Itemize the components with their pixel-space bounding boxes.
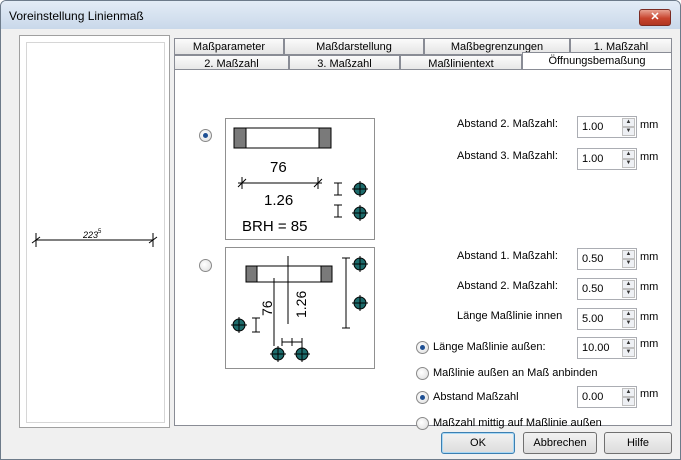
spin-up-icon[interactable]: ▲ bbox=[622, 118, 635, 127]
spin-up-icon[interactable]: ▲ bbox=[622, 250, 635, 259]
spin-up-icon[interactable]: ▲ bbox=[622, 310, 635, 319]
laenge-masslinie-innen-spinner[interactable]: 5.00 ▲▼ bbox=[577, 308, 637, 330]
laenge-masslinie-innen-label: Länge Maßlinie innen bbox=[457, 310, 563, 322]
abstand-2-masszahl-spinner[interactable]: 1.00 ▲▼ bbox=[577, 116, 637, 138]
abstand-2-masszahl-2-value: 0.50 bbox=[582, 283, 604, 295]
abstand-masszahl-label: Abstand Maßzahl bbox=[433, 391, 519, 403]
close-icon: ✕ bbox=[650, 11, 660, 23]
laenge-masslinie-aussen-label: Länge Maßlinie außen: bbox=[433, 341, 546, 353]
laenge-masslinie-aussen-spinner[interactable]: 10.00 ▲▼ bbox=[577, 337, 637, 359]
tab-1-masszahl[interactable]: 1. Maßzahl bbox=[570, 38, 672, 55]
abstand-2-masszahl-label: Abstand 2. Maßzahl: bbox=[457, 118, 558, 130]
title-bar: Voreinstellung Linienmaß ✕ bbox=[1, 1, 680, 29]
cancel-button[interactable]: Abbrechen bbox=[523, 432, 597, 454]
section1-top-value: 76 bbox=[270, 159, 287, 176]
masslinie-anbinden-label: Maßlinie außen an Maß anbinden bbox=[433, 367, 598, 379]
spin-up-icon[interactable]: ▲ bbox=[622, 280, 635, 289]
spin-down-icon[interactable]: ▼ bbox=[622, 159, 635, 168]
ok-button[interactable]: OK bbox=[441, 432, 515, 454]
abstand-1-masszahl-spinner[interactable]: 0.50 ▲▼ bbox=[577, 248, 637, 270]
abstand-3-masszahl-label: Abstand 3. Maßzahl: bbox=[457, 150, 558, 162]
tab-panel-oeffnungsbemassung: 76 1.26 BRH = 85 bbox=[174, 69, 672, 430]
section2-preview-image: 76 1.26 bbox=[225, 247, 375, 369]
unit-label: mm bbox=[640, 338, 659, 350]
section2-radio[interactable] bbox=[199, 259, 212, 272]
spin-up-icon[interactable]: ▲ bbox=[622, 150, 635, 159]
masslinie-anbinden-radio[interactable] bbox=[416, 367, 429, 380]
section1-brh-label: BRH = 85 bbox=[242, 218, 307, 235]
section2-left-value: 76 bbox=[259, 300, 275, 316]
abstand-1-masszahl-label: Abstand 1. Maßzahl: bbox=[457, 250, 558, 262]
abstand-masszahl-spinner[interactable]: 0.00 ▲▼ bbox=[577, 386, 637, 408]
preview-dimension-superscript: 5 bbox=[98, 229, 102, 235]
spin-up-icon[interactable]: ▲ bbox=[622, 388, 635, 397]
unit-label: mm bbox=[640, 151, 659, 163]
section1-preview-image: 76 1.26 BRH = 85 bbox=[225, 118, 375, 240]
section1-radio[interactable] bbox=[199, 129, 212, 142]
section2-right-value: 1.26 bbox=[293, 291, 309, 318]
tab-massparameter[interactable]: Maßparameter bbox=[174, 38, 284, 55]
tab-2-masszahl[interactable]: 2. Maßzahl bbox=[174, 55, 289, 72]
tab-oeffnungsbemassung[interactable]: Öffnungsbemaßung bbox=[522, 52, 672, 72]
unit-label: mm bbox=[640, 311, 659, 323]
spin-down-icon[interactable]: ▼ bbox=[622, 289, 635, 298]
spin-down-icon[interactable]: ▼ bbox=[622, 259, 635, 268]
tab-massbegrenzungen[interactable]: Maßbegrenzungen bbox=[424, 38, 570, 55]
abstand-2-masszahl-2-spinner[interactable]: 0.50 ▲▼ bbox=[577, 278, 637, 300]
unit-label: mm bbox=[640, 388, 659, 400]
abstand-2-masszahl-value: 1.00 bbox=[582, 121, 604, 133]
help-button[interactable]: Hilfe bbox=[604, 432, 672, 454]
masszahl-mittig-radio[interactable] bbox=[416, 417, 429, 430]
spin-down-icon[interactable]: ▼ bbox=[622, 319, 635, 328]
masszahl-mittig-label: Maßzahl mittig auf Maßlinie außen bbox=[433, 417, 602, 429]
preview-pane: 223 5 bbox=[19, 35, 170, 428]
abstand-masszahl-value: 0.00 bbox=[582, 391, 604, 403]
spin-up-icon[interactable]: ▲ bbox=[622, 339, 635, 348]
section1-bottom-value: 1.26 bbox=[264, 192, 293, 209]
dialog-client: 223 5 Maßparameter Maßdarstellung Maßbeg… bbox=[7, 31, 674, 455]
spin-down-icon[interactable]: ▼ bbox=[622, 127, 635, 136]
tab-massdarstellung[interactable]: Maßdarstellung bbox=[284, 38, 424, 55]
laenge-masslinie-aussen-value: 10.00 bbox=[582, 342, 610, 354]
abstand-3-masszahl-value: 1.00 bbox=[582, 153, 604, 165]
abstand-1-masszahl-value: 0.50 bbox=[582, 253, 604, 265]
spin-down-icon[interactable]: ▼ bbox=[622, 348, 635, 357]
laenge-masslinie-aussen-radio[interactable] bbox=[416, 341, 429, 354]
window-title: Voreinstellung Linienmaß bbox=[9, 9, 144, 23]
unit-label: mm bbox=[640, 251, 659, 263]
abstand-masszahl-radio[interactable] bbox=[416, 391, 429, 404]
preview-dimension-text: 223 bbox=[82, 230, 98, 240]
close-button[interactable]: ✕ bbox=[639, 9, 671, 26]
preview-drawing: 223 5 bbox=[31, 229, 158, 247]
unit-label: mm bbox=[640, 281, 659, 293]
laenge-masslinie-innen-value: 5.00 bbox=[582, 313, 604, 325]
unit-label: mm bbox=[640, 119, 659, 131]
abstand-2-masszahl-2-label: Abstand 2. Maßzahl: bbox=[457, 280, 558, 292]
abstand-3-masszahl-spinner[interactable]: 1.00 ▲▼ bbox=[577, 148, 637, 170]
spin-down-icon[interactable]: ▼ bbox=[622, 397, 635, 406]
